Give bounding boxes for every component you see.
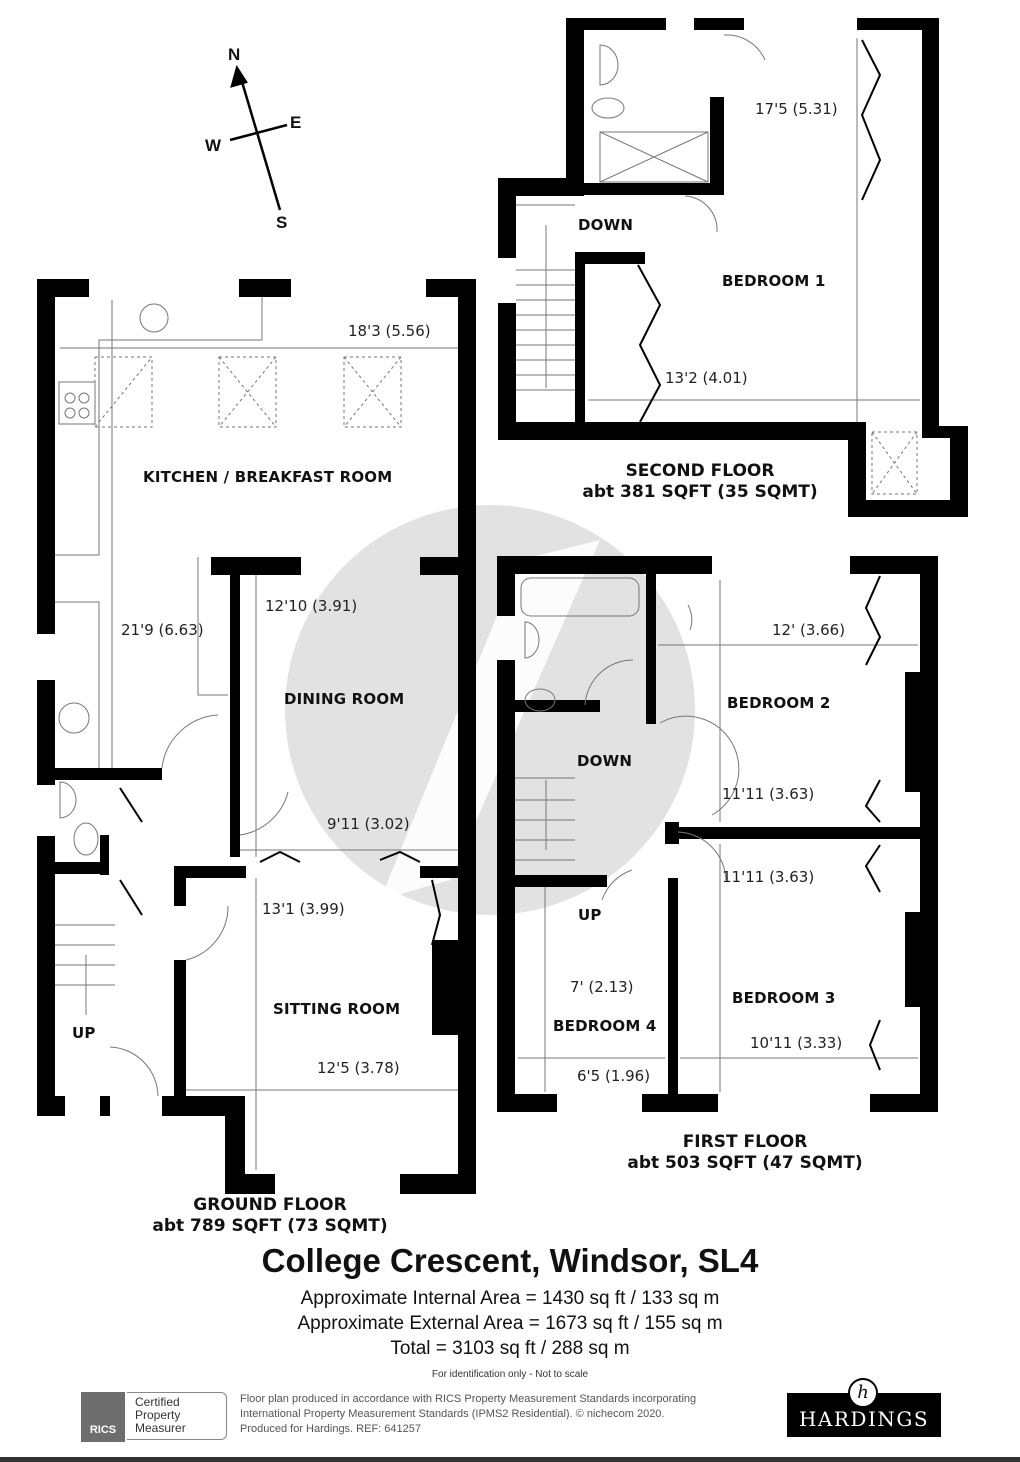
dim-kitchen-length: 21'9 (6.63) (121, 621, 204, 639)
dim-bedroom-2-length: 11'11 (3.63) (722, 785, 815, 803)
room-label-bedroom-1: BEDROOM 1 (722, 272, 826, 290)
compass-west: W (205, 136, 222, 155)
room-label-dining-room: DINING ROOM (284, 690, 405, 708)
total-area: Total = 3103 sq ft / 288 sq m (390, 1338, 630, 1359)
second-floor-caption: SECOND FLOOR abt 381 SQFT (35 SQMT) (560, 461, 840, 503)
dim-kitchen-width: 18'3 (5.56) (348, 322, 431, 340)
hardings-mark-icon: h (848, 1378, 878, 1408)
first-floor-stair-up-label: UP (578, 906, 602, 924)
first-floor-walls (497, 556, 938, 1112)
compass-rose (229, 64, 288, 211)
second-floor-stair-label: DOWN (578, 216, 634, 234)
ground-floor-walls (37, 279, 476, 1194)
second-floor-area: abt 381 SQFT (35 SQMT) (582, 482, 818, 502)
second-floor-title: SECOND FLOOR (625, 461, 775, 481)
scale-note: For identification only - Not to scale (431, 1369, 589, 1380)
dim-bedroom-3-width: 10'11 (3.33) (750, 1034, 843, 1052)
first-floor-area: abt 503 SQFT (47 SQMT) (627, 1153, 863, 1173)
dim-bedroom-3-length: 11'11 (3.63) (722, 868, 815, 886)
external-area: Approximate External Area = 1673 sq ft /… (297, 1313, 723, 1334)
compass-east: E (290, 113, 302, 132)
rics-certified-badge: RICS Certified Property Measurer (81, 1392, 229, 1442)
dim-dining-length: 12'10 (3.91) (265, 597, 358, 615)
ground-floor-stair-label: UP (72, 1024, 96, 1042)
dim-bedroom-1-width: 13'2 (4.01) (665, 369, 748, 387)
dim-bedroom-1-length: 17'5 (5.31) (755, 100, 838, 118)
bottom-border (0, 1457, 1020, 1462)
dim-sitting-width: 12'5 (3.78) (317, 1059, 400, 1077)
internal-area: Approximate Internal Area = 1430 sq ft /… (300, 1288, 720, 1309)
dim-bedroom-4-length: 7' (2.13) (570, 978, 634, 996)
dim-bedroom-2-width: 12' (3.66) (772, 621, 846, 639)
first-floor-title: FIRST FLOOR (682, 1132, 808, 1152)
dim-sitting-length: 13'1 (3.99) (262, 900, 345, 918)
compass-north: N (228, 45, 241, 64)
room-label-kitchen: KITCHEN / BREAKFAST ROOM (143, 468, 393, 486)
rics-cert-text: Certified Property Measurer (127, 1392, 227, 1440)
ground-floor-title: GROUND FLOOR (193, 1195, 347, 1215)
dim-dining-width: 9'11 (3.02) (327, 815, 410, 833)
room-label-bedroom-4: BEDROOM 4 (553, 1017, 657, 1035)
rics-logo-icon: RICS (81, 1392, 125, 1442)
room-label-bedroom-3: BEDROOM 3 (732, 989, 836, 1007)
ground-floor-caption: GROUND FLOOR abt 789 SQFT (73 SQMT) (120, 1195, 420, 1237)
compass-south: S (276, 213, 288, 232)
disclaimer-text: Floor plan produced in accordance with R… (240, 1393, 697, 1435)
dim-bedroom-4-width: 6'5 (1.96) (577, 1067, 651, 1085)
ground-floor-area: abt 789 SQFT (73 SQMT) (152, 1216, 388, 1236)
floor-plan-drawing (37, 18, 968, 1194)
first-floor-stair-down-label: DOWN (577, 752, 633, 770)
second-floor-walls (498, 18, 968, 517)
property-title: College Crescent, Windsor, SL4 (261, 1242, 759, 1279)
room-label-sitting-room: SITTING ROOM (273, 1000, 401, 1018)
first-floor-caption: FIRST FLOOR abt 503 SQFT (47 SQMT) (600, 1132, 890, 1174)
room-label-bedroom-2: BEDROOM 2 (727, 694, 831, 712)
